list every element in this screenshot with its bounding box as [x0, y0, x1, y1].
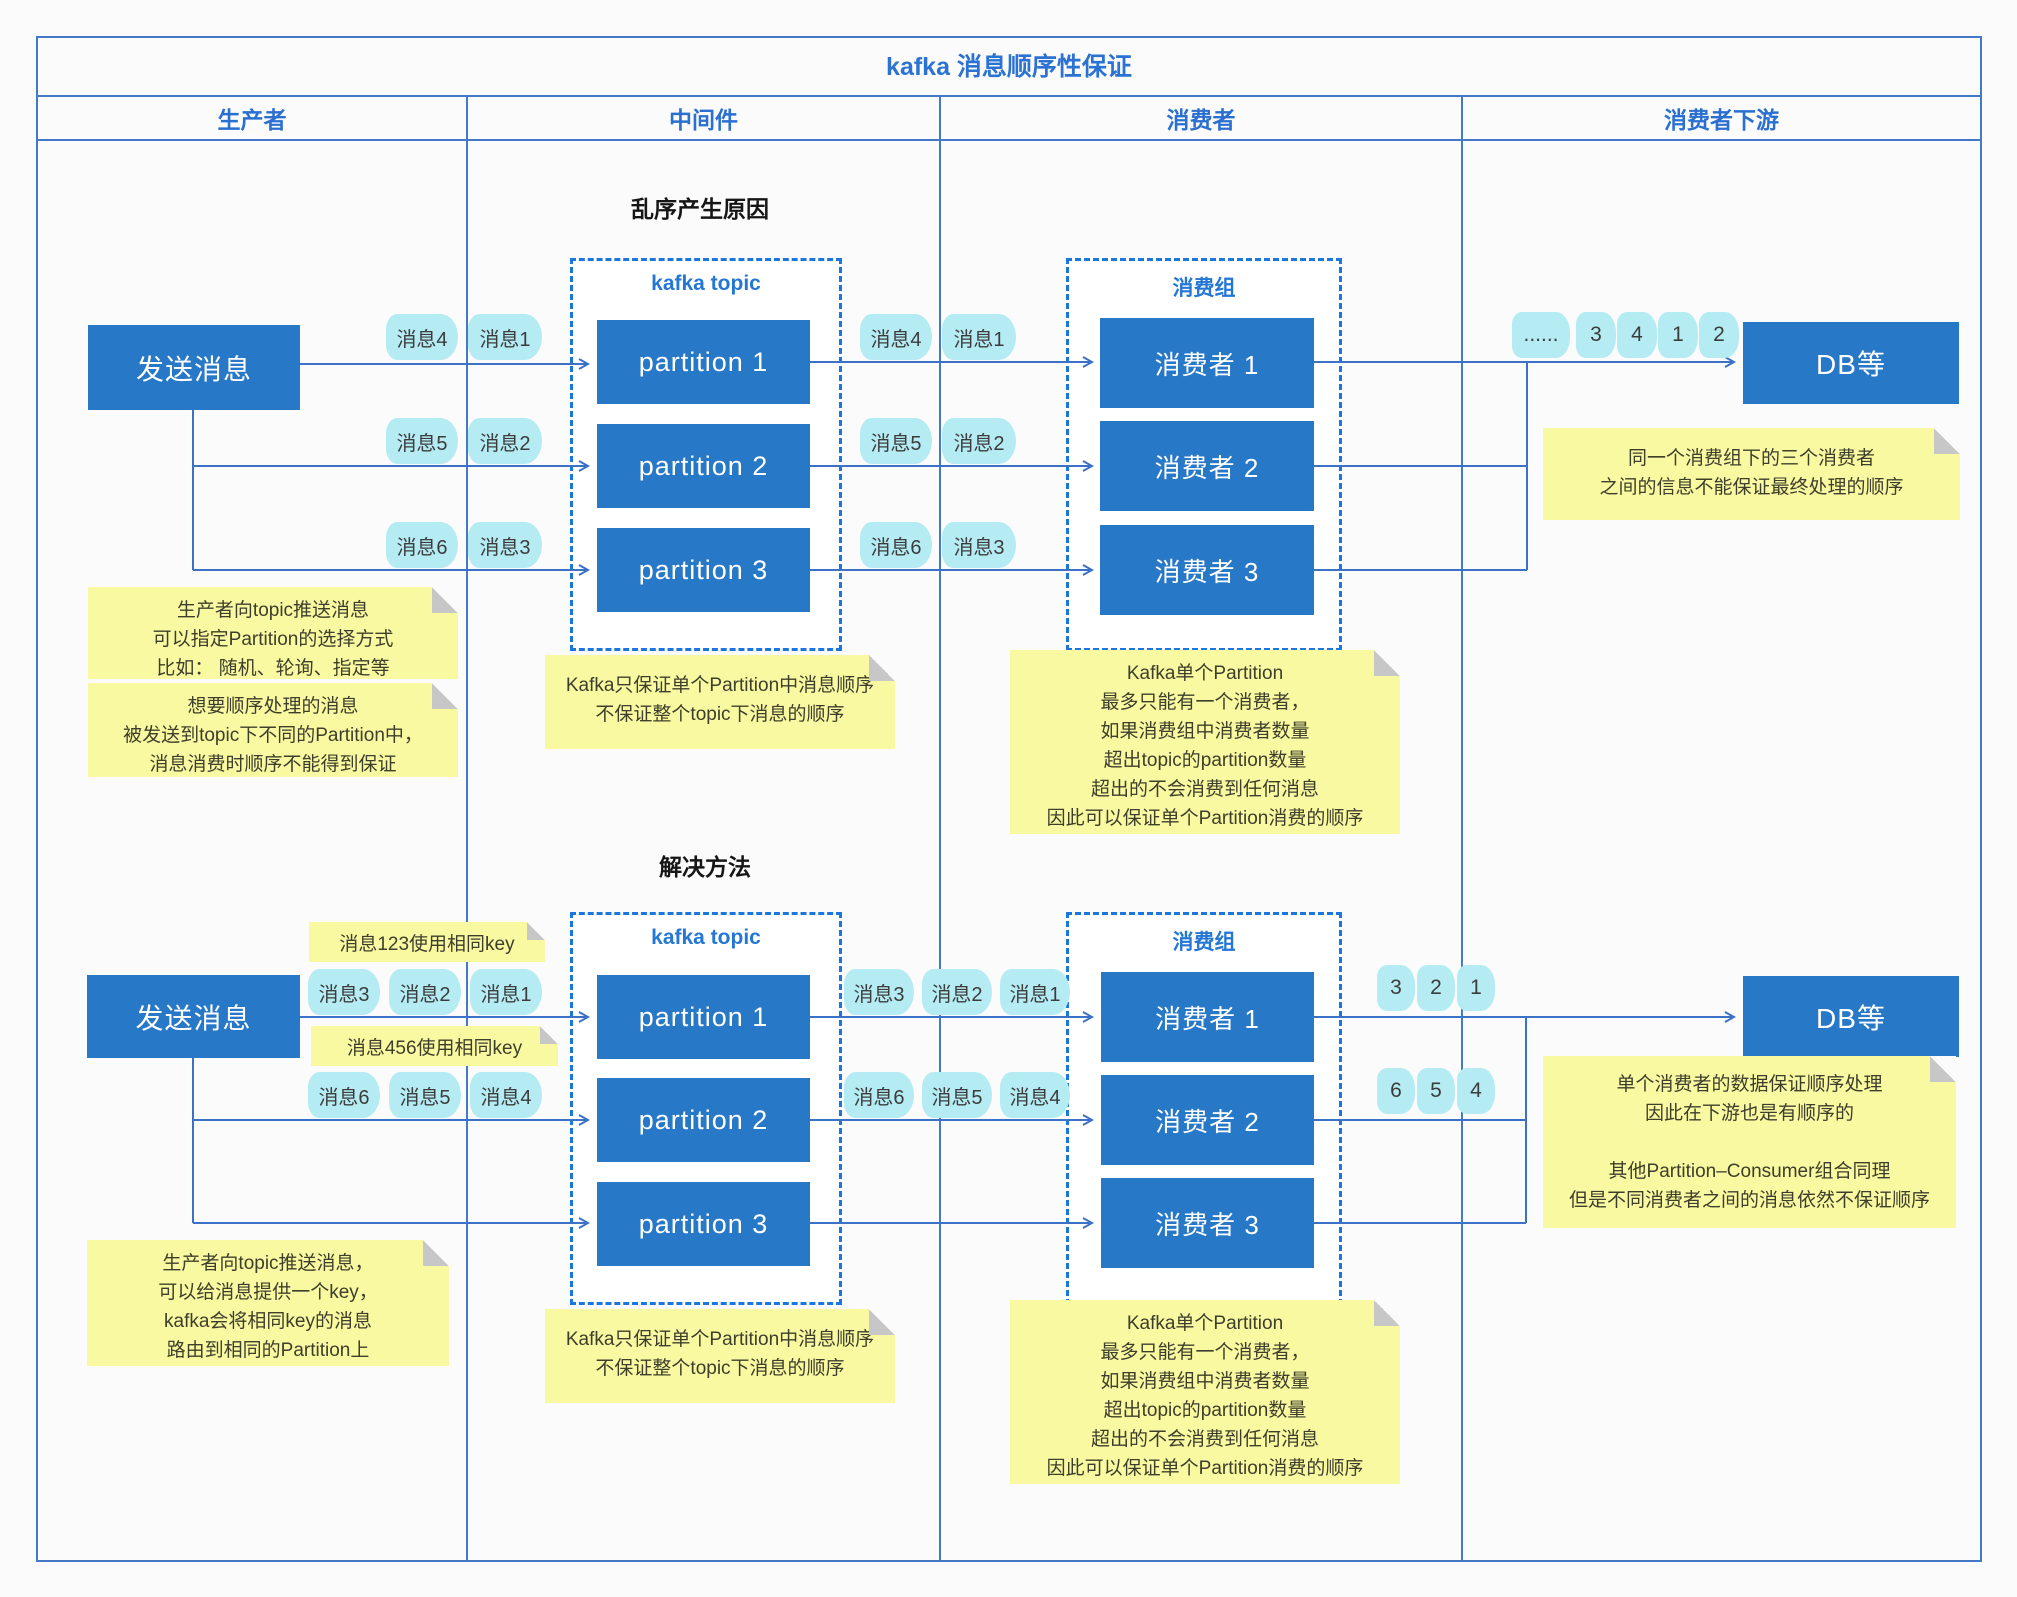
message-chip: 消息6	[386, 522, 458, 568]
message-chip: 消息2	[922, 969, 992, 1015]
send-message-box-1: 发送消息	[88, 325, 300, 410]
consumer-3-box-s2: 消费者 3	[1101, 1178, 1314, 1268]
order-chip: 1	[1658, 312, 1698, 358]
partition-2-box-s2: partition 2	[597, 1078, 810, 1162]
message-chip: 消息1	[468, 314, 542, 360]
consumer-group-label-2: 消费组	[1172, 931, 1236, 954]
message-chip: 消息5	[389, 1072, 461, 1118]
key-note-123: 消息123使用相同key	[309, 922, 545, 962]
consumer-2-box-s1: 消费者 2	[1100, 421, 1314, 511]
note-topic-order-2: Kafka只保证单个Partition中消息顺序 不保证整个topic下消息的顺…	[545, 1309, 895, 1403]
note-topic-order-1: Kafka只保证单个Partition中消息顺序 不保证整个topic下消息的顺…	[545, 655, 895, 749]
partition-2-box-s1: partition 2	[597, 424, 810, 508]
kafka-topic-label-1: kafka topic	[651, 272, 761, 295]
message-chip: 消息2	[389, 969, 461, 1015]
consumer-1-box-s2: 消费者 1	[1101, 972, 1314, 1062]
kafka-topic-label-2: kafka topic	[651, 926, 761, 949]
order-chip: 1	[1457, 965, 1495, 1011]
order-chip: 3	[1576, 312, 1616, 358]
note-producer-choice: 生产者向topic推送消息 可以指定Partition的选择方式 比如： 随机、…	[88, 587, 458, 679]
lane-header-consumer: 消费者	[1166, 107, 1236, 133]
order-chip: ......	[1512, 312, 1570, 358]
partition-1-box-s2: partition 1	[597, 975, 810, 1059]
message-chip: 消息5	[922, 1072, 992, 1118]
message-chip: 消息5	[860, 418, 932, 464]
order-chip: 6	[1377, 1068, 1415, 1114]
message-chip: 消息1	[942, 314, 1016, 360]
order-chip: 4	[1457, 1068, 1495, 1114]
consumer-3-box-s1: 消费者 3	[1100, 525, 1314, 615]
order-chip: 5	[1417, 1068, 1455, 1114]
message-chip: 消息4	[386, 314, 458, 360]
message-chip: 消息4	[860, 314, 932, 360]
message-chip: 消息5	[386, 418, 458, 464]
message-chip: 消息6	[308, 1072, 380, 1118]
consumer-1-box-s1: 消费者 1	[1100, 318, 1314, 408]
order-chip: 3	[1377, 965, 1415, 1011]
partition-3-box-s1: partition 3	[597, 528, 810, 612]
message-chip: 消息1	[1000, 969, 1070, 1015]
partition-1-box-s1: partition 1	[597, 320, 810, 404]
message-chip: 消息2	[942, 418, 1016, 464]
note-downstream-1: 同一个消费组下的三个消费者 之间的信息不能保证最终处理的顺序	[1543, 428, 1960, 520]
send-message-box-2: 发送消息	[87, 975, 300, 1058]
order-chip: 2	[1417, 965, 1455, 1011]
consumer-group-label-1: 消费组	[1172, 277, 1236, 300]
section1-heading: 乱序产生原因	[631, 196, 769, 222]
order-chip: 2	[1699, 312, 1739, 358]
db-box-1: DB等	[1743, 322, 1959, 404]
lane-header-middleware: 中间件	[669, 107, 738, 133]
message-chip: 消息3	[942, 522, 1016, 568]
db-box-2: DB等	[1743, 976, 1959, 1057]
message-chip: 消息3	[844, 969, 914, 1015]
message-chip: 消息1	[470, 969, 542, 1015]
message-chip: 消息3	[468, 522, 542, 568]
note-consumer-group-2: Kafka单个Partition 最多只能有一个消费者， 如果消费组中消费者数量…	[1010, 1300, 1400, 1484]
message-chip: 消息4	[470, 1072, 542, 1118]
note-consumer-group-1: Kafka单个Partition 最多只能有一个消费者， 如果消费组中消费者数量…	[1010, 650, 1400, 834]
message-chip: 消息4	[1000, 1072, 1070, 1118]
order-chip: 4	[1617, 312, 1657, 358]
diagram-title: kafka 消息顺序性保证	[886, 53, 1132, 81]
note-producer-key: 生产者向topic推送消息， 可以给消息提供一个key， kafka会将相同ke…	[87, 1240, 449, 1366]
lane-header-downstream: 消费者下游	[1664, 107, 1779, 133]
message-chip: 消息2	[468, 418, 542, 464]
section2-heading: 解决方法	[659, 854, 751, 880]
consumer-2-box-s2: 消费者 2	[1101, 1075, 1314, 1165]
message-chip: 消息6	[860, 522, 932, 568]
message-chip: 消息3	[308, 969, 380, 1015]
lane-header-producer: 生产者	[217, 107, 287, 133]
key-note-456: 消息456使用相同key	[311, 1026, 558, 1066]
note-producer-disorder: 想要顺序处理的消息 被发送到topic下不同的Partition中， 消息消费时…	[88, 683, 458, 777]
note-downstream-2: 单个消费者的数据保证顺序处理 因此在下游也是有顺序的 其他Partition–C…	[1543, 1056, 1956, 1228]
message-chip: 消息6	[844, 1072, 914, 1118]
partition-3-box-s2: partition 3	[597, 1182, 810, 1266]
